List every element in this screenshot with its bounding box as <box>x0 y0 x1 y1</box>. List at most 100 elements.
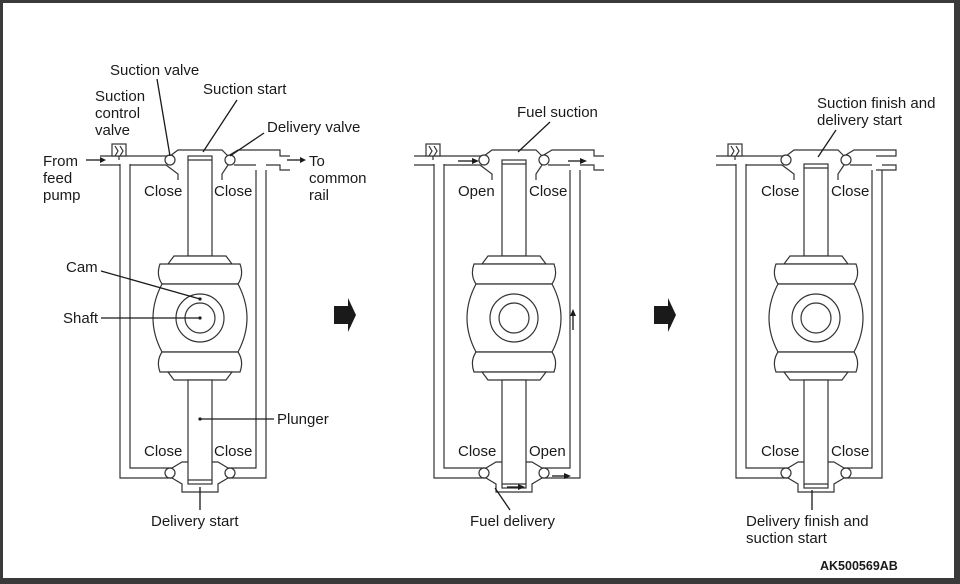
state-label: Close <box>761 183 799 200</box>
stage-2-fuel-suction <box>414 143 604 493</box>
suction-control-valve-icon <box>727 143 743 157</box>
upper-chamber <box>479 164 493 180</box>
cam-ring <box>773 351 859 373</box>
fuel-delivery-caption: Fuel delivery <box>470 513 556 530</box>
delivery-valve-icon <box>538 154 550 166</box>
diagram-frame: Suction valve Suction control valve Suct… <box>3 3 954 578</box>
suction-valve-label: Suction valve <box>110 62 199 79</box>
state-label: Open <box>458 183 495 200</box>
state-label: Close <box>214 443 252 460</box>
state-label: Close <box>831 183 869 200</box>
to-common-rail-label: To <box>309 153 325 170</box>
valve-spring-icon <box>114 145 124 160</box>
valve-spring-icon <box>730 145 740 160</box>
upper-plunger <box>501 159 527 257</box>
cam-ring <box>157 263 243 285</box>
suction-finish-caption: delivery start <box>817 112 903 129</box>
from-feed-pump-label: pump <box>43 187 81 204</box>
lower-chamber <box>787 461 804 469</box>
stage-3-delivery-start <box>716 143 897 493</box>
lower-plunger <box>501 379 527 489</box>
lower-chamber <box>526 461 543 469</box>
suction-control-valve-label: valve <box>95 122 130 139</box>
suction-valve-icon <box>780 154 792 166</box>
lower-chamber <box>485 461 502 469</box>
suction-valve-icon <box>164 154 176 166</box>
fuel-passage <box>228 170 257 469</box>
outlet-pipe <box>227 149 290 157</box>
leader-lines <box>86 78 306 510</box>
lower-chamber <box>787 477 845 493</box>
check-valve-icon <box>840 467 852 479</box>
upper-plunger <box>803 163 829 257</box>
plunger-label: Plunger <box>277 411 329 428</box>
delivery-start-caption: Delivery start <box>151 513 239 530</box>
upper-chamber <box>535 164 543 180</box>
check-valve-icon <box>478 467 490 479</box>
fuel-passage <box>844 170 873 469</box>
check-valve-icon <box>224 467 236 479</box>
shaft-icon <box>800 302 832 334</box>
cam-ring <box>773 263 859 285</box>
lower-chamber <box>828 461 845 469</box>
outlet-pipe <box>548 164 604 171</box>
cam-ring <box>157 351 243 373</box>
fuel-passage <box>735 164 788 479</box>
lower-chamber <box>485 477 543 493</box>
outlet-pipe <box>843 149 897 157</box>
check-valve-icon <box>780 467 792 479</box>
from-feed-pump-label: feed <box>43 170 72 187</box>
cam-ring <box>471 351 557 373</box>
lower-plunger <box>803 379 829 489</box>
fuel-passage <box>228 170 267 479</box>
fuel-pump-diagram: Suction valve Suction control valve Suct… <box>43 62 935 573</box>
to-common-rail-label: rail <box>309 187 329 204</box>
fuel-suction-caption: Fuel suction <box>517 104 598 121</box>
state-label: Close <box>458 443 496 460</box>
suction-control-valve-icon <box>111 143 127 157</box>
cam-label: Cam <box>66 259 98 276</box>
fuel-passage <box>119 164 172 479</box>
right-arrow-icon <box>334 298 356 332</box>
fuel-passage <box>433 164 486 479</box>
state-label: Close <box>761 443 799 460</box>
valve-spring-icon <box>428 145 438 160</box>
shaft-icon <box>498 302 530 334</box>
delivery-valve-label: Delivery valve <box>267 119 360 136</box>
delivery-valve-icon <box>840 154 852 166</box>
lower-plunger <box>187 379 213 485</box>
state-label: Close <box>529 183 567 200</box>
leader-lines <box>458 121 587 511</box>
cam-follower <box>166 371 234 381</box>
outlet-pipe <box>234 164 290 171</box>
suction-control-valve-label: control <box>95 105 140 122</box>
suction-finish-caption: Suction finish and <box>817 95 935 112</box>
fuel-passage <box>745 164 788 469</box>
cam-ring <box>471 263 557 285</box>
upper-chamber <box>165 164 179 180</box>
cam-follower <box>166 255 234 265</box>
lower-chamber <box>212 461 229 469</box>
state-label: Open <box>529 443 566 460</box>
upper-chamber <box>169 149 229 157</box>
fuel-passage <box>844 170 883 479</box>
upper-chamber <box>781 164 795 180</box>
figure-code: AK500569AB <box>820 559 898 573</box>
cam-follower <box>782 371 850 381</box>
suction-start-label: Suction start <box>203 81 287 98</box>
cam-follower <box>782 255 850 265</box>
outlet-pipe <box>850 164 897 171</box>
leader-lines <box>811 129 837 510</box>
upper-chamber <box>221 164 229 180</box>
fuel-passage <box>443 164 486 469</box>
state-label: Close <box>144 183 182 200</box>
upper-plunger <box>187 155 213 257</box>
fuel-passage <box>129 164 172 469</box>
delivery-finish-caption: suction start <box>746 530 828 547</box>
to-common-rail-label: common <box>309 170 367 187</box>
check-valve-icon <box>538 467 550 479</box>
suction-control-valve-label: Suction <box>95 88 145 105</box>
cam-follower <box>480 371 548 381</box>
state-label: Close <box>214 183 252 200</box>
right-arrow-icon <box>654 298 676 332</box>
